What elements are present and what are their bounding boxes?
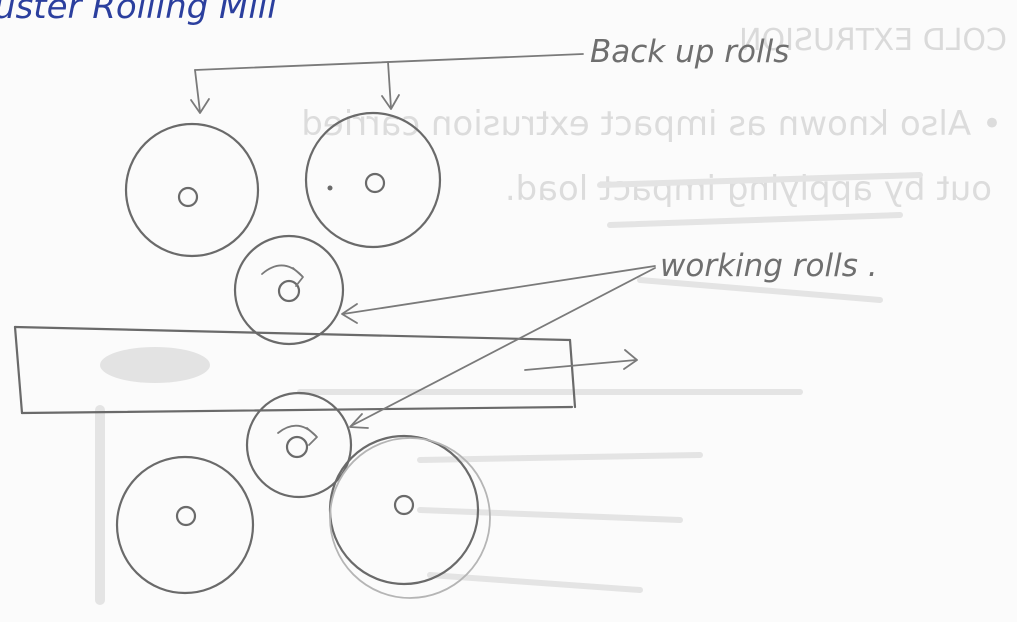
- working-rolls-label: working rolls .: [660, 248, 878, 284]
- bleed-through-text: COLD EXTRUSION • Also known as impact ex…: [301, 23, 1007, 209]
- backup-rolls-callout: Back up rolls: [190, 34, 789, 114]
- bleed-through-line-2: • Also known as impact extrusion carried: [301, 104, 1002, 144]
- lower-right-backup-roll-axle: [393, 494, 415, 516]
- upper-working-roll: [233, 234, 345, 346]
- feed-direction-arrow: [524, 359, 637, 371]
- lower-left-backup-roll-axle: [175, 505, 197, 527]
- working-rolls-leader-lower: [350, 267, 656, 427]
- upper-rotation-arrow-head: [292, 267, 304, 287]
- upper-working-roll-axle: [277, 279, 301, 303]
- feed-direction-arrow-head: [623, 349, 638, 370]
- backup-rolls-leader-right: [387, 61, 392, 109]
- lower-backup-rolls: [115, 434, 491, 599]
- lower-right-backup-roll-sketch-ring: [329, 437, 491, 599]
- lower-left-backup-roll: [115, 455, 255, 595]
- upper-right-backup-roll: [304, 111, 442, 249]
- lower-working-roll-group: [245, 391, 353, 499]
- backup-rolls-arrow-right: [381, 94, 400, 110]
- upper-backup-rolls: [124, 111, 442, 258]
- lower-rotation-arrow-head: [306, 427, 318, 446]
- upper-working-roll-group: [233, 234, 345, 346]
- backup-rolls-label: Back up rolls: [590, 34, 789, 70]
- working-rolls-callout: working rolls .: [341, 248, 878, 429]
- upper-right-backup-roll-axle: [364, 172, 386, 194]
- working-rolls-leader-upper: [342, 265, 656, 315]
- diagram-title: uster Rolling Mill: [0, 0, 277, 27]
- upper-left-backup-roll-axle: [177, 186, 199, 208]
- backup-rolls-leader-left: [194, 69, 201, 113]
- working-rolls-arrow-lower: [349, 413, 369, 429]
- backup-rolls-leader-horizontal: [194, 53, 584, 71]
- lower-working-roll-axle: [285, 435, 309, 459]
- bleed-through-line-1: COLD EXTRUSION: [739, 23, 1007, 58]
- lower-working-roll: [245, 391, 353, 499]
- bleed-through-strokes: [95, 172, 923, 605]
- pencil-dot: [327, 185, 333, 191]
- working-rolls-arrow-upper: [341, 303, 358, 324]
- backup-rolls-arrow-left: [190, 98, 210, 114]
- workpiece-strip: [13, 325, 638, 415]
- upper-left-backup-roll: [124, 122, 260, 258]
